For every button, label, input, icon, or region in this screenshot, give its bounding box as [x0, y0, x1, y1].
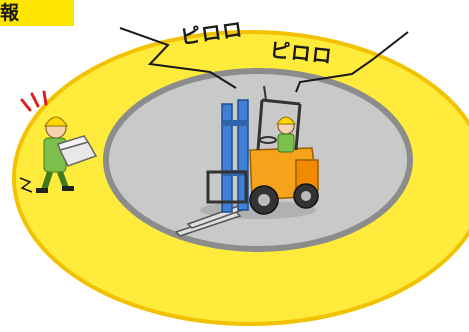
title-banner-text: 報	[0, 2, 19, 24]
title-banner: 報	[0, 0, 27, 26]
